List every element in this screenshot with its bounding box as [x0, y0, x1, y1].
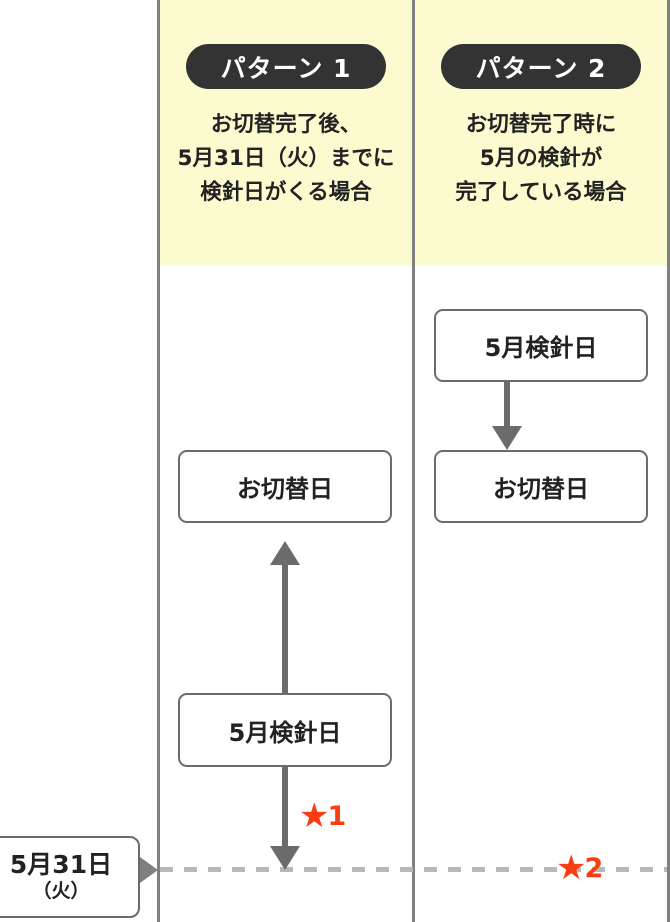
- pattern2-caption: お切替完了時に 5月の検針が 完了している場合: [455, 112, 627, 205]
- pattern1-meter-date-box: 5月検針日: [178, 693, 392, 767]
- deadline-date-box: 5月31日 （火）: [0, 836, 140, 918]
- deadline-date-label: 5月31日: [9, 850, 113, 880]
- pattern1-downward-arrow-head-icon: [270, 846, 300, 870]
- star-icon: ★: [299, 796, 330, 836]
- pattern1-downward-arrow-shaft: [282, 765, 288, 847]
- pattern2-badge-label: パターン 2: [475, 53, 607, 83]
- marker-star-1: ★ 1: [299, 799, 346, 833]
- pattern2-downward-arrow-head-icon: [492, 426, 522, 450]
- marker-star-2: ★ 2: [556, 851, 603, 885]
- star-icon: ★: [556, 848, 587, 888]
- pattern1-badge: パターン 1: [186, 44, 386, 89]
- pattern1-switch-date-box: お切替日: [178, 450, 392, 523]
- pattern2-badge: パターン 2: [441, 44, 641, 89]
- column-divider-left: [157, 0, 160, 922]
- pattern2-meter-date-box: 5月検針日: [434, 309, 648, 382]
- pattern1-caption: お切替完了後、 5月31日（火）までに 検針日がくる場合: [177, 112, 395, 205]
- deadline-weekday-label: （火）: [32, 879, 90, 902]
- pattern2-switch-date-box: お切替日: [434, 450, 648, 523]
- pattern1-upward-arrow-head-icon: [270, 541, 300, 565]
- deadline-pointer-triangle-icon: [140, 857, 158, 883]
- column-divider-right: [667, 0, 670, 922]
- marker-star-1-number: 1: [327, 800, 347, 832]
- pattern1-badge-label: パターン 1: [220, 53, 352, 83]
- deadline-dashed-line: [160, 867, 667, 872]
- column-divider-middle: [412, 0, 415, 922]
- marker-star-2-number: 2: [584, 852, 604, 884]
- pattern2-downward-arrow-shaft: [504, 380, 510, 428]
- pattern1-upward-arrow-shaft: [282, 563, 288, 695]
